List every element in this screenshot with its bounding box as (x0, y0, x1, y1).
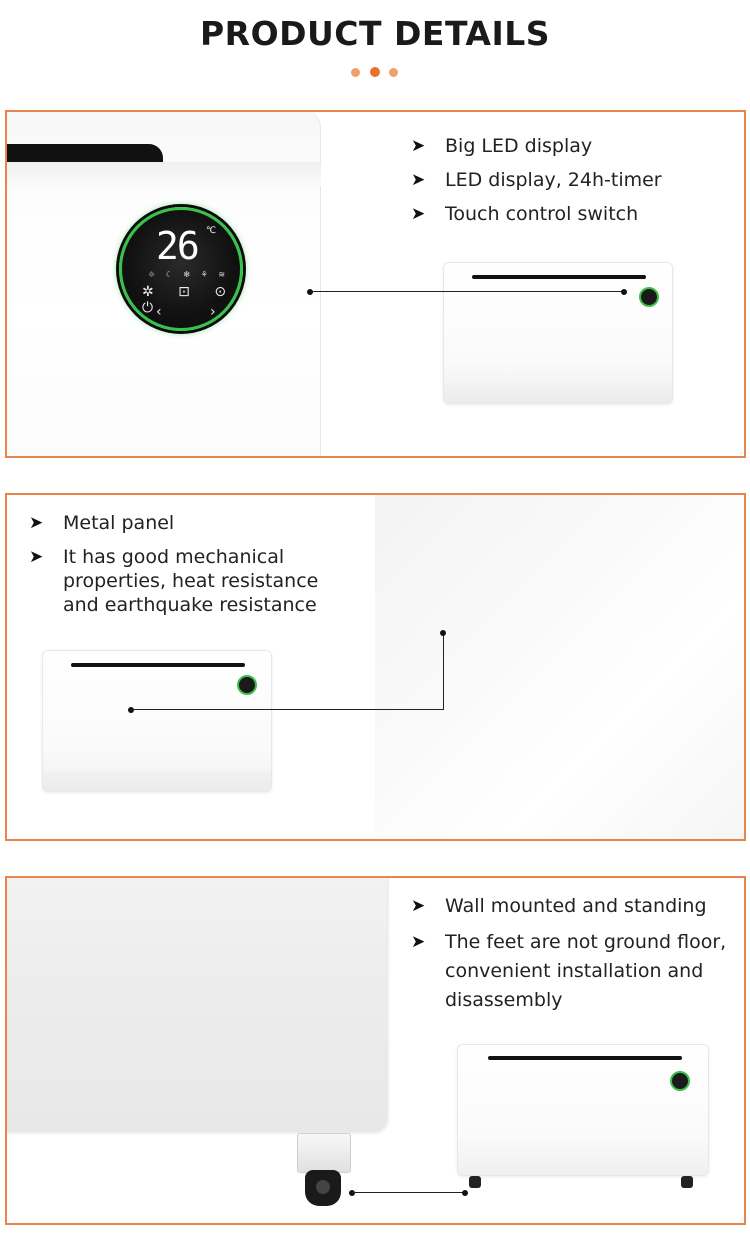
list-item-text: LED display, 24h-timer (445, 169, 662, 191)
list-item: ➤ Metal panel (29, 511, 339, 535)
callout-dot (349, 1190, 355, 1196)
list-item-text: Big LED display (445, 135, 593, 157)
list-item-text: Touch control switch (445, 203, 639, 225)
mini-display-icon (639, 287, 659, 307)
feature-panel-led-display: 26 ℃ ☼ ☾ ✻ ⚘ ≋ ✲ ⊡ ⊙ ⏻ ‹ › ➤ Big LED dis… (5, 110, 746, 458)
decoration-dot-active (370, 67, 380, 77)
list-item: ➤ LED display, 24h-timer (411, 168, 731, 192)
mini-display-icon (670, 1071, 690, 1091)
list-item: ➤ The feet are not ground floor, conveni… (411, 928, 741, 1015)
air-outlet-slot (488, 1056, 682, 1060)
mini-base-shade (43, 771, 271, 791)
air-outlet-slot (472, 275, 646, 279)
arrow-bullet-icon: ➤ (411, 204, 426, 224)
callout-dot (621, 289, 627, 295)
title-decoration-dots (349, 67, 401, 79)
callout-dot (128, 707, 134, 713)
list-item: ➤ Wall mounted and standing (411, 894, 741, 918)
list-item: ➤ It has good mechanical properties, hea… (29, 545, 339, 617)
list-item-text: Metal panel (63, 512, 175, 534)
air-outlet-slot (71, 663, 245, 667)
display-temperature: 26 (156, 224, 200, 268)
arrow-bullet-icon: ➤ (29, 513, 44, 533)
callout-dot (440, 630, 446, 636)
list-item-text: It has good mechanical properties, heat … (63, 546, 319, 616)
arrow-bullet-icon: ➤ (411, 932, 426, 952)
list-item-text: Wall mounted and standing (445, 895, 707, 917)
stand-foot-icon (681, 1176, 693, 1188)
mini-display-icon (237, 675, 257, 695)
decoration-dot (389, 68, 398, 77)
feature-panel-mounting: ➤ Wall mounted and standing ➤ The feet a… (5, 876, 746, 1225)
page-title: PRODUCT DETAILS (199, 14, 551, 53)
callout-line (352, 1192, 464, 1193)
feature-list: ➤ Metal panel ➤ It has good mechanical p… (29, 511, 339, 627)
mini-base-shade (444, 383, 672, 403)
foot-bracket-image (297, 1133, 351, 1173)
decoration-dot (351, 68, 360, 77)
heater-standing-image (457, 1044, 709, 1176)
arrow-bullet-icon: ➤ (411, 170, 426, 190)
metal-panel-closeup-image (375, 495, 744, 839)
feature-panel-metal: ➤ Metal panel ➤ It has good mechanical p… (5, 493, 746, 841)
heater-closeup-image: 26 ℃ ☼ ☾ ✻ ⚘ ≋ ✲ ⊡ ⊙ ⏻ ‹ › (7, 112, 321, 456)
heater-side-image (7, 878, 387, 1132)
led-display-icon: 26 ℃ ☼ ☾ ✻ ⚘ ≋ ✲ ⊡ ⊙ ⏻ ‹ › (119, 207, 243, 331)
callout-line (131, 709, 444, 710)
display-nav-icons: ‹ › (156, 304, 238, 320)
stand-foot-icon (469, 1176, 481, 1188)
list-item-text: The feet are not ground floor, convenien… (445, 931, 727, 1011)
callout-line (443, 634, 444, 710)
arrow-bullet-icon: ➤ (29, 547, 44, 567)
arrow-bullet-icon: ➤ (411, 896, 426, 916)
top-edge-shade (7, 162, 321, 186)
air-outlet-slot (7, 144, 163, 162)
arrow-bullet-icon: ➤ (411, 136, 426, 156)
heater-thumbnail-image (443, 262, 673, 404)
display-mode-icons: ☼ ☾ ✻ ⚘ ≋ (148, 270, 230, 279)
callout-line (310, 291, 624, 292)
feature-list: ➤ Big LED display ➤ LED display, 24h-tim… (411, 134, 731, 236)
list-item: ➤ Touch control switch (411, 202, 731, 226)
feature-list: ➤ Wall mounted and standing ➤ The feet a… (411, 894, 741, 1025)
foot-wheel-image (305, 1170, 341, 1206)
callout-dot (462, 1190, 468, 1196)
heater-thumbnail-image (42, 650, 272, 792)
list-item: ➤ Big LED display (411, 134, 731, 158)
callout-dot (307, 289, 313, 295)
display-control-icons: ✲ ⊡ ⊙ ⏻ (142, 284, 237, 316)
display-unit: ℃ (206, 226, 217, 236)
